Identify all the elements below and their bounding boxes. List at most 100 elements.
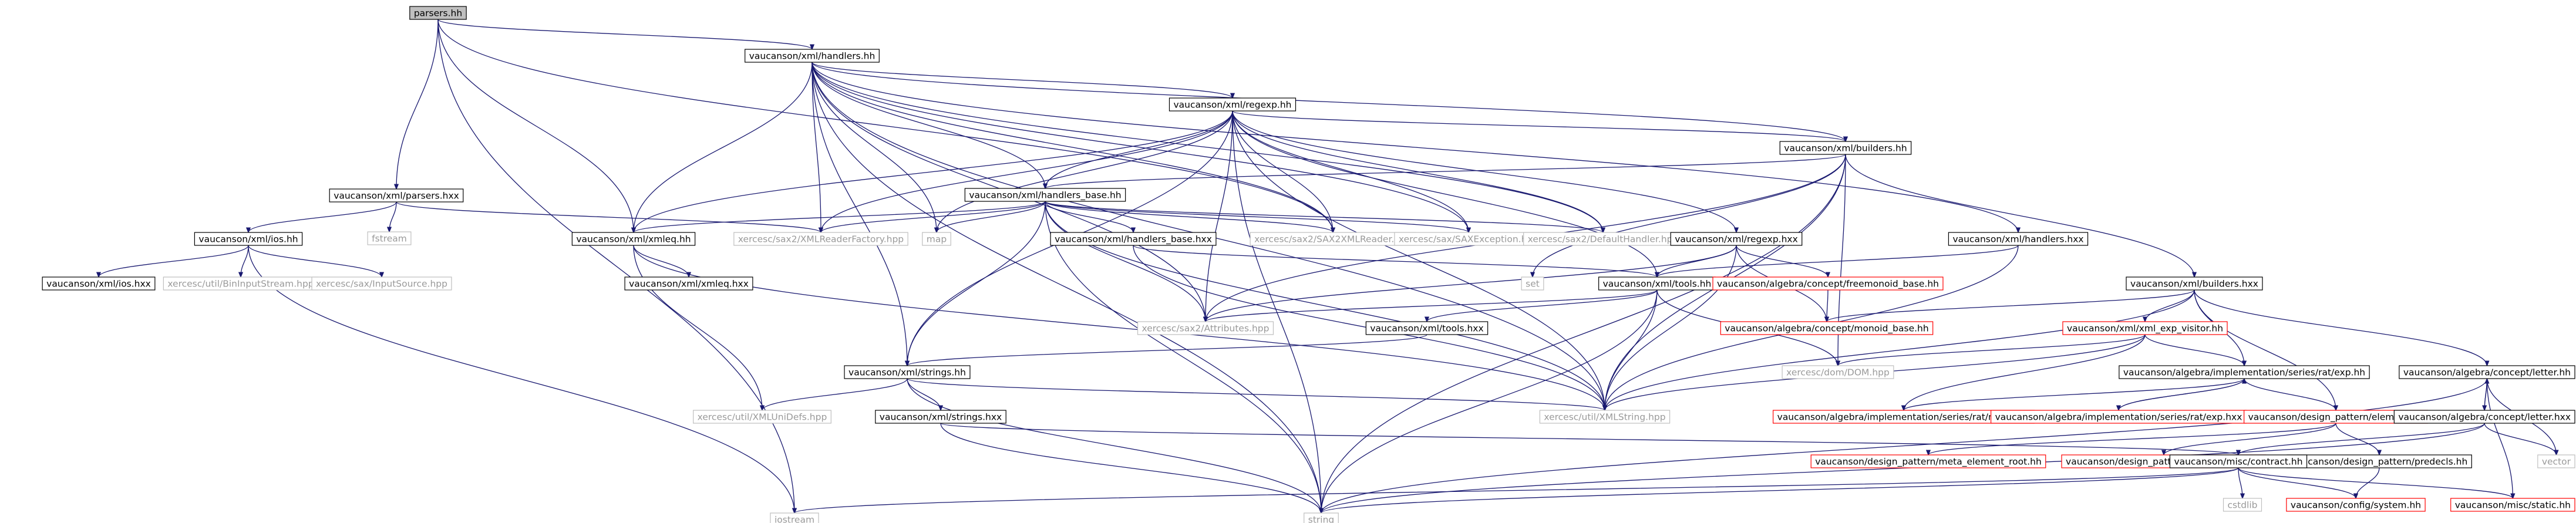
edge-xml-exp-visitor-to-DOM	[1838, 334, 2146, 366]
node-string[interactable]: string	[1304, 512, 1339, 523]
edge-ios-hh-to-iostream	[248, 245, 794, 513]
edge-handlers-base-hh-to-xmleq-hh	[634, 201, 1046, 232]
edge-strings-hxx-to-contract-hh	[940, 423, 2238, 455]
node-label: cstdlib	[2228, 500, 2258, 511]
node-XMLReaderFactory[interactable]: xercesc/sax2/XMLReaderFactory.hpp	[733, 232, 908, 246]
edge-builders-hxx-to-xml-exp-visitor	[2145, 289, 2195, 322]
node-label: vaucanson/xml/builders.hxx	[2130, 279, 2258, 289]
node-iostream[interactable]: iostream	[770, 512, 819, 523]
node-static-hh[interactable]: vaucanson/misc/static.hh	[2450, 498, 2575, 512]
node-monoid-base[interactable]: vaucanson/algebra/concept/monoid_base.hh	[1720, 321, 1934, 335]
node-label: xercesc/util/XMLString.hpp	[1544, 412, 1665, 423]
edge-ios-hh-to-InputSource	[248, 245, 382, 277]
edge-handlers-base-hh-to-SAX2XMLReader	[1045, 201, 1333, 233]
node-DefaultHandler[interactable]: xercesc/sax2/DefaultHandler.hpp	[1523, 232, 1683, 246]
edge-element-hh-to-element-ops	[2164, 423, 2336, 455]
node-builders-hxx[interactable]: vaucanson/xml/builders.hxx	[2126, 276, 2263, 291]
edge-parsers-hh-to-handlers-hh	[437, 19, 812, 50]
node-SAX2XMLReader[interactable]: xercesc/sax2/SAX2XMLReader.hpp	[1250, 232, 1416, 246]
node-element-hh[interactable]: vaucanson/design_pattern/element.hh	[2244, 410, 2428, 424]
edge-regexp-hh-to-regexp-hxx	[1232, 110, 1736, 232]
node-box	[2450, 498, 2575, 512]
node-xml-exp-visitor[interactable]: vaucanson/xml/xml_exp_visitor.hh	[2062, 321, 2228, 335]
node-set[interactable]: set	[1521, 276, 1544, 291]
node-letter-hh[interactable]: vaucanson/algebra/concept/letter.hh	[2399, 365, 2575, 379]
node-label: vaucanson/xml/regexp.hh	[1173, 100, 1291, 110]
node-handlers-hxx[interactable]: vaucanson/xml/handlers.hxx	[1948, 232, 2089, 246]
node-box	[1137, 321, 1274, 335]
edge-parsers-hh-to-iostream	[437, 19, 794, 513]
node-contract-hh[interactable]: vaucanson/misc/contract.hh	[2169, 454, 2308, 468]
node-handlers-hh[interactable]: vaucanson/xml/handlers.hh	[745, 49, 880, 63]
node-label: string	[1308, 515, 1335, 523]
edge-handlers-hh-to-SAXException	[811, 62, 1469, 232]
node-strings-hxx[interactable]: vaucanson/xml/strings.hxx	[875, 410, 1006, 424]
node-nodes-hh[interactable]: vaucanson/algebra/implementation/series/…	[1773, 410, 2035, 424]
edge-handlers-hh-to-regexp-hh	[811, 62, 1233, 99]
node-label: vaucanson/xml/xmleq.hh	[576, 234, 691, 245]
node-label: xercesc/sax2/XMLReaderFactory.hpp	[738, 234, 904, 245]
node-xmleq-hxx[interactable]: vaucanson/xml/xmleq.hxx	[624, 276, 753, 291]
node-handlers-base-hxx[interactable]: vaucanson/xml/handlers_base.hxx	[1050, 232, 1217, 246]
node-InputSource[interactable]: xercesc/sax/InputSource.hpp	[311, 276, 452, 291]
node-cstdlib[interactable]: cstdlib	[2223, 498, 2262, 512]
node-box	[2393, 410, 2575, 424]
node-box	[311, 276, 452, 291]
node-label: vaucanson/xml/handlers.hxx	[1952, 234, 2083, 245]
node-SAXException[interactable]: xercesc/sax/SAXException.hpp	[1394, 232, 1543, 246]
node-box	[1779, 141, 1912, 155]
edge-element-hh-to-predecls	[2335, 423, 2379, 455]
node-system-hh[interactable]: vaucanson/config/system.hh	[2286, 498, 2426, 512]
node-label: vaucanson/misc/contract.hh	[2174, 457, 2302, 467]
node-label: xercesc/sax2/Attributes.hpp	[1142, 323, 1270, 334]
edge-handlers-hh-to-strings-hh	[811, 62, 907, 366]
node-box	[2537, 454, 2575, 468]
node-fstream[interactable]: fstream	[367, 231, 412, 245]
node-ios-hxx[interactable]: vaucanson/xml/ios.hxx	[42, 276, 156, 291]
node-handlers-base-hh[interactable]: vaucanson/xml/handlers_base.hh	[964, 188, 1126, 202]
node-label: vaucanson/xml/tools.hxx	[1370, 323, 1483, 334]
node-xmleq-hh[interactable]: vaucanson/xml/xmleq.hh	[571, 232, 696, 246]
node-parsers-hxx[interactable]: vaucanson/xml/parsers.hxx	[329, 188, 464, 203]
edge-parsers-hh-to-xmleq-hh	[437, 19, 634, 232]
node-label: vaucanson/xml/regexp.hxx	[1675, 234, 1798, 245]
node-strings-hh[interactable]: vaucanson/xml/strings.hh	[844, 365, 971, 379]
node-DOM[interactable]: xercesc/dom/DOM.hpp	[1782, 365, 1894, 379]
node-parsers-hh[interactable]: parsers.hh	[409, 6, 467, 20]
edge-letter-hxx-to-vector	[2484, 423, 2556, 455]
node-builders-hh[interactable]: vaucanson/xml/builders.hh	[1779, 141, 1912, 155]
node-label: vaucanson/algebra/concept/freemonoid_bas…	[1717, 279, 1939, 290]
node-Attributes[interactable]: xercesc/sax2/Attributes.hpp	[1137, 321, 1274, 335]
node-label: vaucanson/xml/ios.hh	[198, 234, 298, 245]
edge-builders-hxx-to-letter-hh	[2194, 289, 2487, 366]
node-letter-hxx[interactable]: vaucanson/algebra/concept/letter.hxx	[2393, 410, 2575, 424]
node-label: vaucanson/design_pattern/element.hh	[2248, 412, 2424, 423]
edge-handlers-hh-to-handlers-base-hh	[811, 62, 1045, 188]
node-rat-exp-hh[interactable]: vaucanson/algebra/implementation/series/…	[2119, 365, 2370, 379]
node-exp-hxx[interactable]: vaucanson/algebra/implementation/series/…	[1991, 410, 2247, 424]
node-box	[2119, 365, 2370, 379]
node-box	[745, 49, 880, 63]
edge-contract-hh-to-string	[1321, 467, 2239, 513]
node-BinInputStream[interactable]: xercesc/util/BinInputStream.hpp	[163, 276, 319, 291]
node-regexp-hh[interactable]: vaucanson/xml/regexp.hh	[1169, 97, 1297, 112]
node-box	[194, 232, 303, 246]
node-meta-element-root[interactable]: vaucanson/design_pattern/meta_element_ro…	[1810, 454, 2046, 468]
node-freemonoid-base[interactable]: vaucanson/algebra/concept/freemonoid_bas…	[1712, 276, 1944, 291]
node-ios-hh[interactable]: vaucanson/xml/ios.hh	[194, 232, 303, 246]
node-label: iostream	[775, 515, 814, 523]
node-box	[2126, 276, 2263, 291]
node-XMLUniDefs[interactable]: xercesc/util/XMLUniDefs.hpp	[693, 410, 831, 424]
edge-handlers-hh-to-string	[811, 62, 1321, 513]
node-tools-hxx[interactable]: vaucanson/xml/tools.hxx	[1365, 321, 1489, 335]
node-vector[interactable]: vector	[2537, 454, 2575, 468]
node-box	[1948, 232, 2089, 246]
edge-handlers-base-hh-to-XMLReaderFactory	[821, 201, 1046, 233]
node-map[interactable]: map	[922, 232, 951, 246]
node-tools-hh[interactable]: vaucanson/xml/tools.hh	[1598, 276, 1716, 291]
node-box	[1521, 276, 1544, 291]
node-regexp-hxx[interactable]: vaucanson/xml/regexp.hxx	[1670, 232, 1803, 246]
node-predecls[interactable]: vaucanson/design_pattern/predecls.hh	[2287, 454, 2472, 468]
edge-parsers-hh-to-SAX2XMLReader	[437, 19, 1333, 232]
node-XMLString[interactable]: xercesc/util/XMLString.hpp	[1539, 410, 1671, 424]
